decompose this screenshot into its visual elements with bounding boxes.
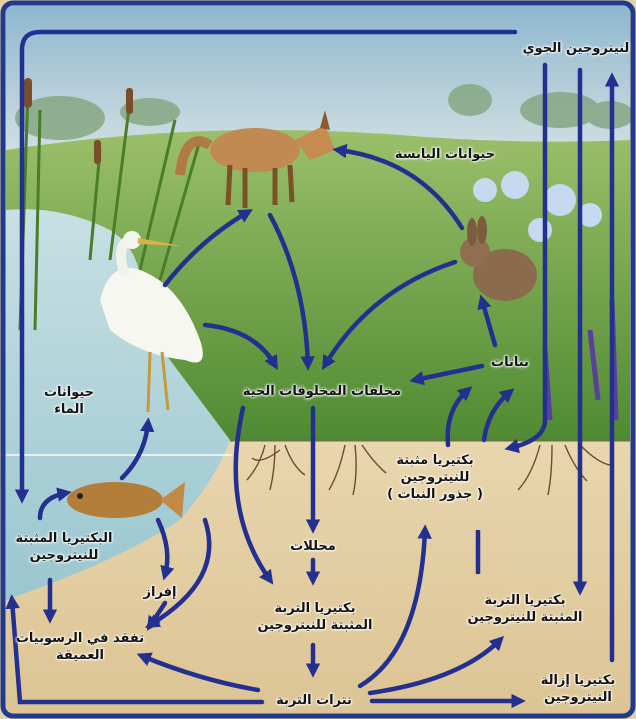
label-denitrifying-bacteria: بكتيريا إزالة النيتروجين (524, 672, 632, 706)
label-soil-fixing-bacteria: بكتيريا التربة المثبتة للنيتروجين (255, 600, 375, 634)
label-water-animals: حيوانات الماء (34, 384, 104, 418)
label-land-animals: حيوانات اليابسة (380, 146, 510, 163)
label-excretion: إفراز (130, 584, 190, 601)
label-soil-fixing-bacteria-right-line1: بكتيريا التربة (455, 592, 595, 609)
label-sediment-loss: تفقد في الرسوبيات العميقة (10, 630, 150, 664)
label-atmospheric-nitrogen: لنيتروجين الجوي (520, 40, 632, 57)
label-water-animals-line2: الماء (34, 401, 104, 418)
label-root-bacteria-line2: للنيتروجين (380, 469, 490, 486)
label-sediment-loss-line2: العميقة (10, 647, 150, 664)
label-decomposers: محللات (283, 538, 343, 555)
label-root-bacteria-line1: بكتيريا مثبتة (380, 452, 490, 469)
label-denitrifying-bacteria-line2: النيتروجين (524, 689, 632, 706)
label-plants: نباتات (480, 354, 540, 371)
label-sediment-loss-line1: تفقد في الرسوبيات (10, 630, 150, 647)
label-water-fixing-bacteria-line2: للنيتروجين (4, 547, 124, 564)
label-soil-fixing-bacteria-right-line2: المثبتة للنيتروجين (455, 609, 595, 626)
label-soil-fixing-bacteria-line1: بكتيريا التربة (255, 600, 375, 617)
label-root-bacteria: بكتيريا مثبتة للنيتروجين ( جذور النبات ) (380, 452, 490, 503)
label-water-fixing-bacteria-line1: البكتيريا المثبتة (4, 530, 124, 547)
label-denitrifying-bacteria-line1: بكتيريا إزالة (524, 672, 632, 689)
label-root-bacteria-line3: ( جذور النبات ) (380, 486, 490, 503)
label-soil-nitrates: نترات التربة (262, 692, 366, 709)
label-water-animals-line1: حيوانات (34, 384, 104, 401)
label-water-fixing-bacteria: البكتيريا المثبتة للنيتروجين (4, 530, 124, 564)
label-soil-fixing-bacteria-line2: المثبتة للنيتروجين (255, 617, 375, 634)
label-soil-fixing-bacteria-right: بكتيريا التربة المثبتة للنيتروجين (455, 592, 595, 626)
label-organism-remains: مخلفات المخلوقات الحية (232, 383, 412, 400)
